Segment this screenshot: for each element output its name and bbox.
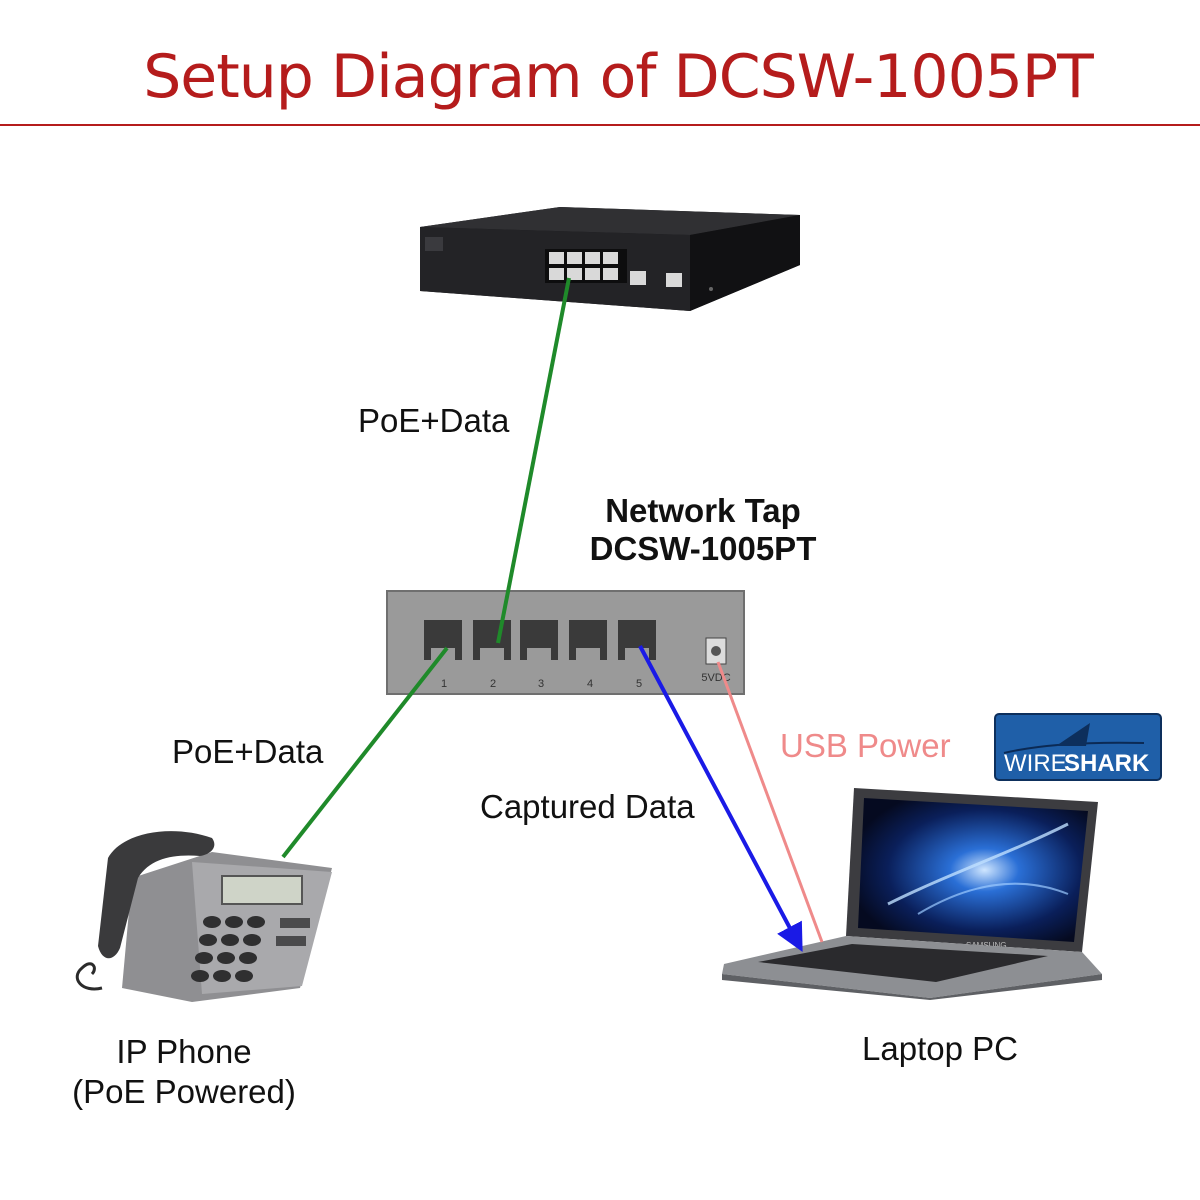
wireshark-logo-shark: SHARK — [1064, 750, 1150, 777]
laptop-device: SAMSUNG — [722, 788, 1102, 1000]
wireshark-logo: WIRE SHARK — [994, 713, 1162, 781]
tap-port-label-1: 1 — [441, 678, 447, 690]
ip-phone-label: IP Phone (PoE Powered) — [38, 1032, 330, 1112]
laptop-label: Laptop PC — [862, 1030, 1018, 1067]
poe-switch-device — [420, 207, 800, 311]
network-tap-label-line2: DCSW-1005PT — [589, 530, 817, 567]
poe-data-link-switch-to-tap — [496, 277, 571, 644]
title-divider — [0, 124, 1200, 126]
tap-port-label-4: 4 — [587, 678, 593, 690]
ip-phone-label-line1: IP Phone — [116, 1033, 252, 1070]
page-title: Setup Diagram of DCSW-1005PT — [143, 42, 1094, 112]
usb-power-link — [716, 661, 824, 943]
ip-phone-label-line2: (PoE Powered) — [72, 1073, 296, 1110]
tap-port-label-3: 3 — [538, 678, 544, 690]
captured-data-link — [638, 645, 803, 952]
laptop-brand: SAMSUNG — [966, 941, 1006, 950]
wireshark-logo-wire: WIRE — [1004, 750, 1067, 777]
ip-phone-device — [75, 831, 332, 1002]
poe-data-label-top: PoE+Data — [358, 402, 510, 439]
network-tap-label: Network Tap DCSW-1005PT — [548, 492, 858, 568]
tap-port-label-2: 2 — [490, 678, 496, 690]
poe-data-label-bottom: PoE+Data — [172, 733, 324, 770]
captured-data-label: Captured Data — [480, 788, 695, 825]
tap-port-label-5: 5 — [636, 678, 642, 690]
network-tap-label-line1: Network Tap — [605, 492, 801, 529]
poe-data-link-tap-to-phone — [281, 646, 449, 859]
usb-power-label: USB Power — [780, 727, 951, 764]
